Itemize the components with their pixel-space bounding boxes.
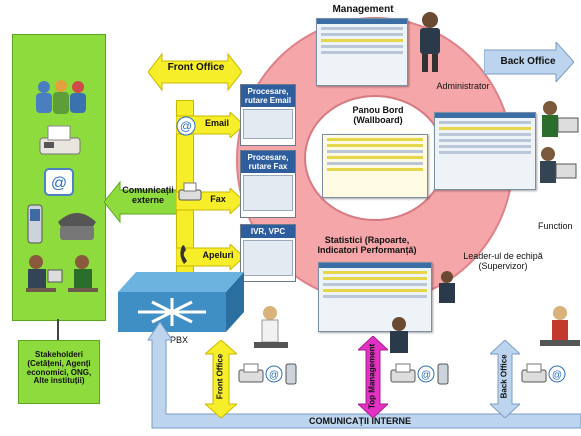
external-comms-label: Comunicații externe: [122, 185, 174, 205]
functional-label: Function: [538, 221, 573, 231]
svg-text:@: @: [552, 370, 562, 381]
back-office-vertical-arrow: [490, 340, 520, 418]
email-label: Email: [204, 118, 229, 128]
ivr-box: IVR, VPC: [240, 224, 296, 282]
stakeholder-box: Stakeholderi (Cetățeni, Agenți economici…: [18, 340, 100, 404]
supervisor-label: Leader-ul de echipă (Supervizor): [463, 251, 543, 271]
ivr-label: IVR, VPC: [241, 225, 295, 239]
operator-at-desk-icon: [26, 255, 98, 292]
top-management-vertical-arrow: [358, 336, 388, 418]
email-processing-label: Procesare, rutare Email: [241, 85, 295, 108]
front-office-agent-icon: [254, 306, 288, 348]
top-management-vertical-label: Top Management: [367, 343, 377, 409]
top-manager-icon: [390, 317, 408, 353]
email-processing-box: Procesare, rutare Email: [240, 84, 296, 146]
fax-machine-icon: [39, 125, 81, 155]
statistics-screen: [318, 262, 432, 332]
wallboard-screen: [322, 134, 428, 198]
back-office-screen: [434, 112, 536, 190]
front-office-label: Front Office: [167, 62, 225, 73]
mobile-phone-icon: [27, 204, 43, 244]
external-comms-arrow: [104, 180, 184, 224]
back-office-arrow: [484, 42, 574, 82]
back-office-label: Back Office: [500, 56, 556, 67]
back-office-agent-icon: [540, 306, 580, 346]
wallboard-label: Panou Bord (Wallboard): [352, 105, 404, 125]
internal-comms-label: COMUNICAȚII INTERNE: [309, 416, 411, 426]
svg-text:@: @: [421, 370, 431, 381]
pbx-label: PBX: [169, 335, 188, 345]
device-group-icon: @: [521, 363, 566, 383]
management-label: Management: [332, 4, 394, 15]
stakeholder-label: Stakeholderi (Cetățeni, Agenți economici…: [26, 350, 92, 386]
ivr-screen: [243, 240, 293, 277]
router-icon: [118, 272, 244, 332]
svg-text:@: @: [51, 175, 67, 192]
front-office-arrow: [148, 52, 242, 92]
svg-text:@: @: [269, 370, 279, 381]
supervisor-icon: [439, 271, 455, 303]
device-group-icon: @: [390, 363, 449, 385]
email-at-icon: @: [176, 116, 196, 136]
svg-text:@: @: [180, 119, 192, 133]
device-group-icon: @: [238, 363, 297, 385]
stakeholder-connector: [57, 319, 59, 340]
desk-phone-icon: [58, 213, 96, 240]
fax-label: Fax: [210, 194, 226, 204]
administrator-icon: [420, 12, 440, 72]
management-screen: [316, 18, 408, 86]
front-office-vertical-label: Front Office: [215, 353, 225, 400]
administrator-label: Administrator: [436, 81, 490, 91]
fax-processing-screen: [243, 175, 293, 212]
calls-label: Apeluri: [202, 250, 234, 260]
front-office-vertical-arrow: [205, 340, 237, 418]
email-at-icon: @: [44, 168, 74, 196]
fax-processing-box: Procesare, rutare Fax: [240, 150, 296, 218]
email-processing-screen: [243, 109, 293, 140]
back-office-agents-icon: [540, 101, 579, 183]
calls-channel-arrow: [176, 244, 244, 270]
back-office-vertical-label: Back Office: [499, 354, 509, 399]
phone-handset-icon: [180, 245, 187, 264]
statistics-label: Statistici (Rapoarte, Indicatori Perform…: [317, 235, 417, 255]
people-icon: [36, 80, 86, 114]
fax-processing-label: Procesare, rutare Fax: [241, 151, 295, 174]
fax-machine-icon: [178, 182, 202, 201]
